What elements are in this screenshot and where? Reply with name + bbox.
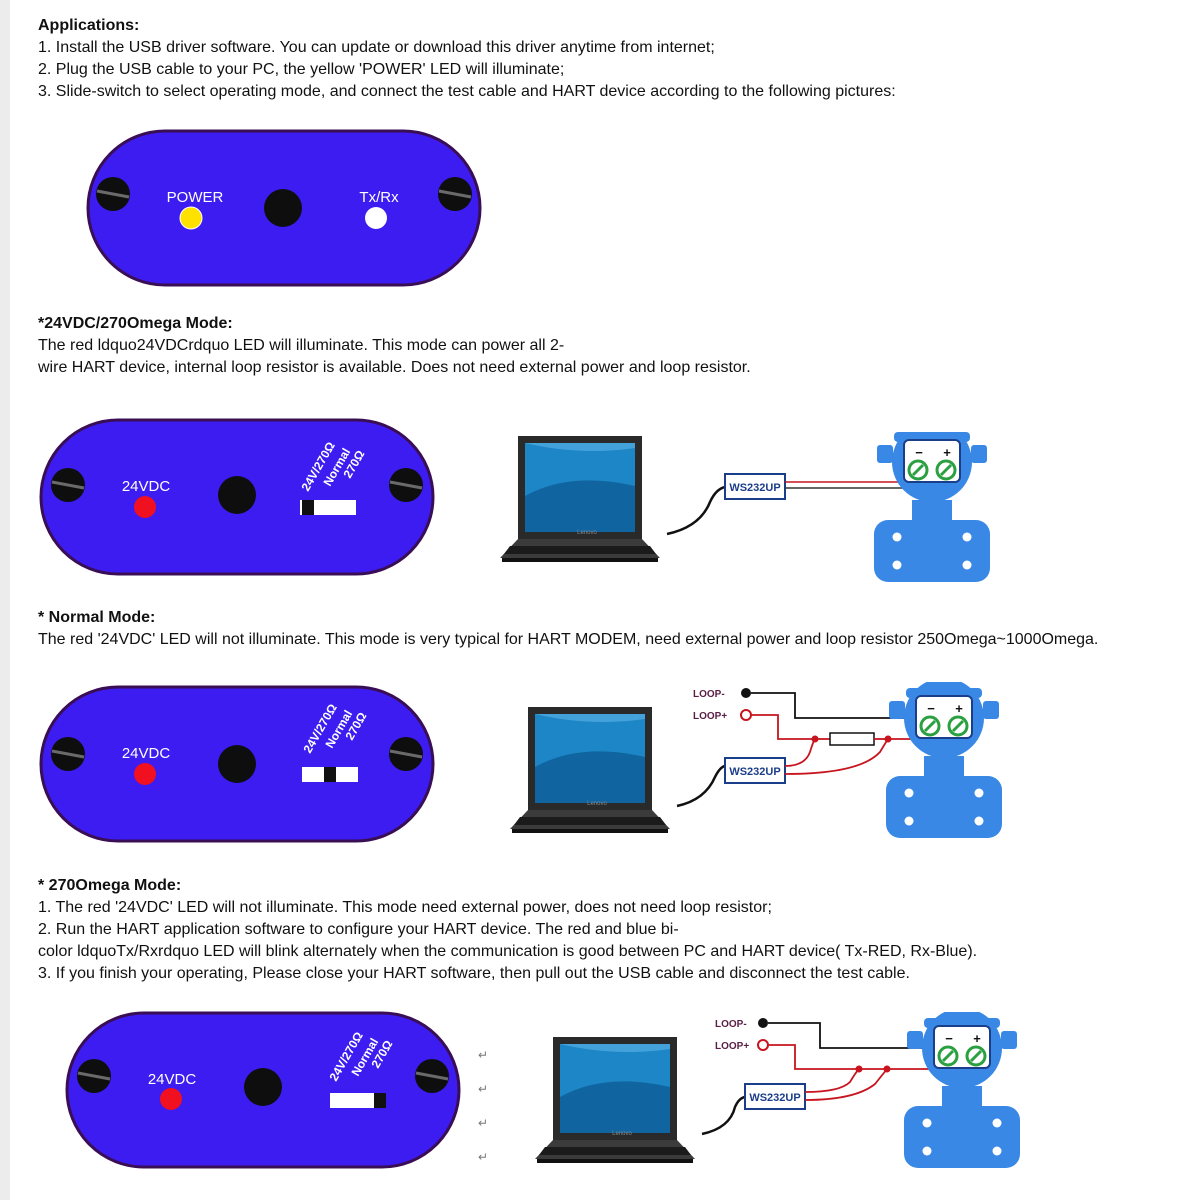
terminal-minus-label: − bbox=[927, 701, 935, 716]
laptop-brand: Lenovo bbox=[612, 1131, 632, 1137]
return-mark: ↵ bbox=[478, 1048, 489, 1062]
usb-port bbox=[264, 189, 302, 227]
back-panel-270-diagram: 24VDC 24V/270Ω Normal 270Ω bbox=[65, 1011, 461, 1169]
loop-minus-label: LOOP- bbox=[715, 1019, 747, 1030]
page-left-border bbox=[0, 0, 10, 1200]
24vdc-led bbox=[160, 1088, 182, 1110]
mode-24v-heading: *24VDC/270Omega Mode: bbox=[38, 315, 233, 332]
back-panel-24v-diagram: 24VDC 24V/270Ω Normal 270Ω bbox=[39, 418, 435, 576]
terminal-plus-label: + bbox=[973, 1031, 981, 1046]
mode-270-heading: * 270Omega Mode: bbox=[38, 877, 182, 894]
wire-loop-plus bbox=[768, 1044, 859, 1070]
txrx-led bbox=[365, 207, 387, 229]
wiring-diagram-24v: Lenovo WS232UP − + bbox=[500, 432, 992, 582]
24vdc-led bbox=[134, 763, 156, 785]
power-led bbox=[179, 206, 203, 230]
mode-normal-heading: * Normal Mode: bbox=[38, 609, 156, 626]
mode-slide-switch bbox=[330, 1093, 386, 1108]
usb-cable bbox=[701, 1095, 746, 1136]
wiring-diagram-270: Lenovo WS232UP LOOP- LOOP+ − + bbox=[535, 1012, 1022, 1170]
mode-24v-line-2: wire HART device, internal loop resistor… bbox=[38, 359, 751, 376]
modem-box bbox=[744, 1083, 806, 1110]
laptop-brand: Lenovo bbox=[587, 801, 607, 807]
24vdc-led-label: 24VDC bbox=[122, 745, 171, 762]
power-led-label: POWER bbox=[167, 189, 224, 206]
usb-port bbox=[218, 476, 256, 514]
wiring-diagram-normal: Lenovo WS232UP LOOP- LOOP+ − + bbox=[510, 682, 1004, 840]
mode-24v-line-1: The red ldquo24VDCrdquo LED will illumin… bbox=[38, 337, 565, 354]
modem-label: WS232UP bbox=[749, 1092, 800, 1104]
return-mark: ↵ bbox=[478, 1150, 489, 1164]
laptop-icon bbox=[500, 436, 660, 562]
mode-normal-line-1: The red '24VDC' LED will not illuminate.… bbox=[38, 631, 1099, 648]
wire-modem-2 bbox=[804, 1068, 888, 1101]
loop-minus-label: LOOP- bbox=[693, 689, 725, 700]
mode-270-line-2: 2. Run the HART application software to … bbox=[38, 921, 679, 938]
terminal-minus-label: − bbox=[945, 1031, 953, 1046]
mode-270-line-4: 3. If you finish your operating, Please … bbox=[38, 965, 910, 982]
laptop-icon bbox=[510, 707, 670, 833]
return-mark: ↵ bbox=[478, 1082, 489, 1096]
hart-device-icon bbox=[872, 432, 992, 582]
application-step-1: 1. Install the USB driver software. You … bbox=[38, 39, 715, 56]
screw-icon bbox=[94, 175, 132, 213]
wire-loop-minus bbox=[751, 692, 930, 719]
terminal-plus-label: + bbox=[955, 701, 963, 716]
back-panel-normal-diagram: 24VDC 24V/270Ω Normal 270Ω bbox=[39, 685, 435, 843]
txrx-led-label: Tx/Rx bbox=[359, 189, 399, 206]
switch-knob bbox=[324, 767, 336, 782]
wire-loop-minus bbox=[768, 1022, 947, 1049]
laptop-brand: Lenovo bbox=[577, 530, 597, 536]
usb-port bbox=[244, 1068, 282, 1106]
wire-loop-plus bbox=[751, 714, 815, 740]
screw-icon bbox=[75, 1057, 113, 1095]
application-step-3: 3. Slide-switch to select operating mode… bbox=[38, 83, 896, 100]
mode-270-line-3: color ldquoTx/Rxrdquo LED will blink alt… bbox=[38, 943, 978, 960]
mode-270-line-1: 1. The red '24VDC' LED will not illumina… bbox=[38, 899, 772, 916]
hart-device-icon bbox=[884, 682, 1004, 840]
wire-modem-2 bbox=[784, 738, 889, 775]
hart-device-icon bbox=[902, 1012, 1022, 1170]
loop-minus-terminal bbox=[741, 688, 751, 698]
application-step-2: 2. Plug the USB cable to your PC, the ye… bbox=[38, 61, 565, 78]
modem-label: WS232UP bbox=[729, 766, 780, 778]
switch-knob bbox=[374, 1093, 386, 1108]
loop-plus-terminal bbox=[740, 709, 752, 721]
loop-minus-terminal bbox=[758, 1018, 768, 1028]
screw-icon bbox=[49, 466, 87, 504]
screw-icon bbox=[387, 735, 425, 773]
wire-modem-1 bbox=[784, 738, 816, 767]
usb-cable bbox=[676, 764, 726, 808]
switch-knob bbox=[302, 500, 314, 515]
screw-icon bbox=[413, 1057, 451, 1095]
applications-heading: Applications: bbox=[38, 17, 140, 34]
modem-box bbox=[724, 757, 786, 784]
modem-box bbox=[724, 473, 786, 500]
front-panel-diagram: POWER Tx/Rx bbox=[86, 129, 482, 287]
screw-icon bbox=[436, 175, 474, 213]
modem-label: WS232UP bbox=[729, 482, 780, 494]
terminal-plus-label: + bbox=[943, 445, 951, 460]
usb-port bbox=[218, 745, 256, 783]
terminal-minus-label: − bbox=[915, 445, 923, 460]
wire-modem-1 bbox=[804, 1068, 860, 1093]
usb-cable bbox=[666, 485, 726, 536]
24vdc-led-label: 24VDC bbox=[148, 1071, 197, 1088]
loop-plus-label: LOOP+ bbox=[693, 711, 727, 722]
loop-resistor-icon bbox=[829, 732, 875, 746]
24vdc-led-on bbox=[134, 496, 156, 518]
loop-plus-terminal bbox=[757, 1039, 769, 1051]
screw-icon bbox=[387, 466, 425, 504]
return-mark: ↵ bbox=[478, 1116, 489, 1130]
loop-plus-label: LOOP+ bbox=[715, 1041, 749, 1052]
screw-icon bbox=[49, 735, 87, 773]
laptop-icon bbox=[535, 1037, 695, 1163]
24vdc-led-label: 24VDC bbox=[122, 478, 171, 495]
